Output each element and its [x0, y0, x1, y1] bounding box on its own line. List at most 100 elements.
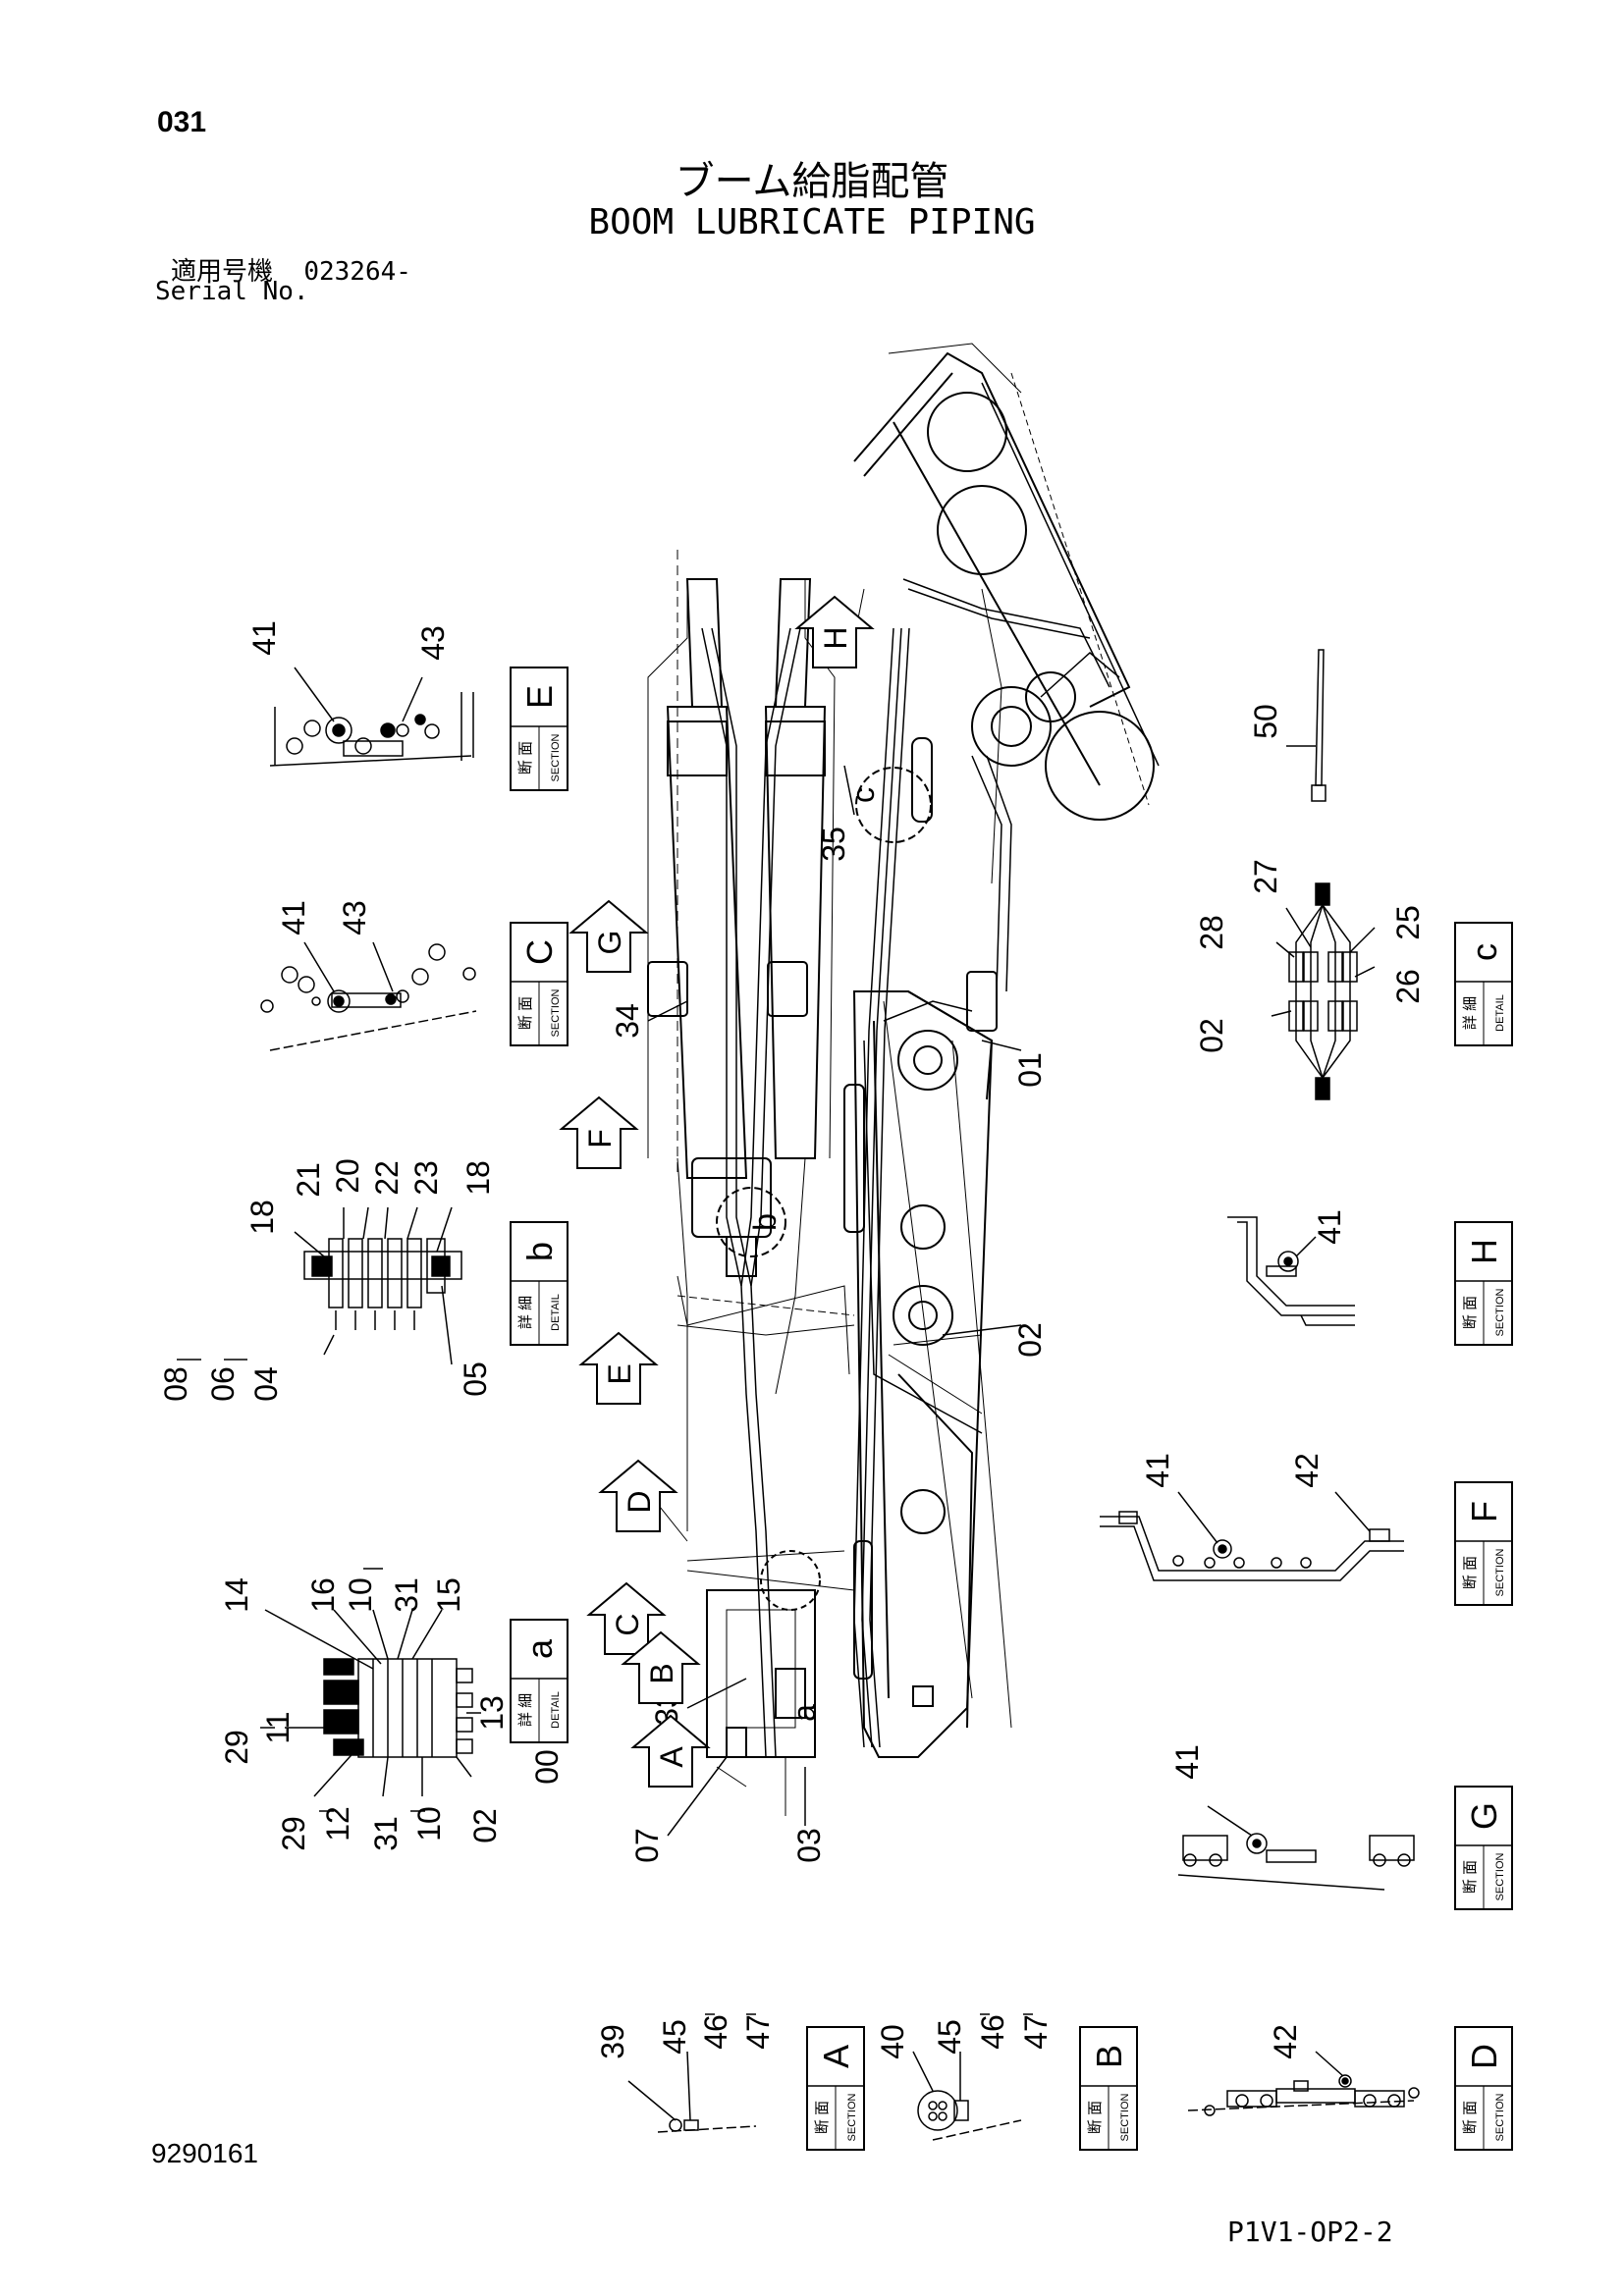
view-section-d-drawing — [1187, 2051, 1420, 2116]
detail-a-label-16: 16 — [305, 1577, 341, 1613]
stamp-section-g: G 断 面 SECTION — [1454, 1786, 1513, 1910]
section-d-label-42: 42 — [1268, 2024, 1303, 2059]
detail-a-label-29a: 29 — [219, 1730, 254, 1765]
drawing-code: P1V1-OP2-2 — [1227, 2216, 1393, 2248]
serial-label-jp-text: 適用号機 — [171, 257, 274, 287]
svg-text:断 面: 断 面 — [517, 996, 534, 1030]
serial-label-english: Serial No. — [155, 277, 309, 306]
view-arrow-b: B — [621, 1630, 701, 1704]
section-f-label-42: 42 — [1289, 1453, 1325, 1488]
detail-marker-c: c — [845, 787, 881, 803]
section-b-label-46: 46 — [975, 2014, 1010, 2050]
part-50-cable-tie — [1286, 649, 1326, 802]
detail-a-label-group-10-31: 10 31 — [343, 1568, 424, 1613]
svg-text:詳 細: 詳 細 — [1462, 996, 1479, 1030]
detail-markers: c b a — [747, 787, 881, 1722]
stamp-section-h: H 断 面 SECTION — [1454, 1221, 1513, 1346]
svg-text:SECTION: SECTION — [846, 2094, 858, 2142]
svg-text:F: F — [582, 1129, 618, 1148]
svg-text:SECTION: SECTION — [1494, 1289, 1506, 1337]
view-arrow-a: A — [630, 1714, 711, 1788]
section-g-label-41: 41 — [1169, 1744, 1205, 1780]
view-detail-b-drawing — [294, 1206, 462, 1365]
section-f-label-41: 41 — [1140, 1453, 1175, 1488]
svg-text:詳 細: 詳 細 — [517, 1693, 534, 1727]
section-a-label-46: 46 — [698, 2014, 733, 2050]
part-label-50: 50 — [1248, 704, 1283, 739]
svg-text:G: G — [592, 931, 627, 955]
svg-text:D: D — [1464, 2044, 1504, 2069]
section-h-label-41: 41 — [1312, 1209, 1347, 1245]
detail-b-label-group-08-06-04: 08 06 04 — [158, 1359, 284, 1402]
svg-text:F: F — [1464, 1501, 1504, 1522]
svg-text:DETAIL: DETAIL — [1494, 994, 1506, 1032]
svg-text:SECTION: SECTION — [1494, 1853, 1506, 1901]
svg-text:D: D — [622, 1490, 657, 1513]
part-label-35: 35 — [816, 827, 851, 862]
svg-text:断 面: 断 面 — [1462, 1556, 1479, 1589]
boom-arm-assembly — [647, 343, 1160, 1816]
view-detail-c-drawing — [1271, 882, 1376, 1100]
svg-text:SECTION: SECTION — [1119, 2094, 1131, 2142]
section-a-label-group-45-46-47: 45 46 47 — [657, 2013, 776, 2055]
detail-b-label-06: 06 — [205, 1366, 241, 1402]
title-japanese: ブーム給脂配管 — [675, 159, 949, 204]
section-a-label-39: 39 — [595, 2024, 630, 2059]
view-detail-a-drawing — [264, 1609, 481, 1797]
svg-text:断 面: 断 面 — [1462, 2101, 1479, 2134]
svg-text:断 面: 断 面 — [1462, 1860, 1479, 1894]
detail-a-label-13: 13 — [474, 1695, 510, 1731]
detail-marker-b: b — [747, 1213, 783, 1231]
svg-text:断 面: 断 面 — [1087, 2101, 1104, 2134]
svg-text:詳 細: 詳 細 — [517, 1296, 534, 1329]
view-arrow-e: E — [578, 1331, 659, 1405]
part-label-01: 01 — [1012, 1052, 1048, 1088]
section-b-label-45: 45 — [932, 2019, 967, 2055]
view-arrow-h: H — [794, 595, 875, 668]
svg-text:a: a — [519, 1638, 560, 1659]
section-a-label-47: 47 — [740, 2014, 776, 2050]
detail-b-label-22: 22 — [369, 1160, 405, 1196]
svg-text:SECTION: SECTION — [550, 989, 562, 1038]
svg-text:DETAIL: DETAIL — [550, 1294, 562, 1331]
detail-b-label-18a: 18 — [244, 1200, 280, 1235]
view-section-h-drawing — [1227, 1216, 1355, 1326]
svg-text:断 面: 断 面 — [517, 741, 534, 774]
svg-text:SECTION: SECTION — [550, 734, 562, 782]
stamp-detail-b: b 詳 細 DETAIL — [510, 1221, 568, 1346]
stamp-section-e: E 断 面 SECTION — [510, 667, 568, 791]
serial-number: 023264- — [303, 257, 411, 287]
detail-a-label-29b: 29 — [276, 1816, 311, 1851]
view-arrows: H G F E D C B A — [559, 595, 875, 1788]
svg-text:E: E — [602, 1363, 637, 1384]
detail-a-label-31a: 31 — [389, 1577, 424, 1613]
detail-a-label-02: 02 — [467, 1808, 503, 1843]
stamp-section-c: C 断 面 SECTION — [510, 922, 568, 1046]
svg-text:DETAIL: DETAIL — [550, 1691, 562, 1729]
stamp-section-a: A 断 面 SECTION — [806, 2026, 865, 2151]
detail-a-label-14: 14 — [219, 1577, 254, 1613]
detail-c-label-28: 28 — [1194, 915, 1229, 950]
detail-b-label-23: 23 — [408, 1160, 444, 1196]
section-b-label-group-45-46-47: 45 46 47 — [932, 2013, 1054, 2055]
svg-text:A: A — [654, 1746, 689, 1768]
main-part-labels: 35 34 01 02 33 07 03 — [610, 827, 1048, 1863]
svg-text:B: B — [1089, 2045, 1129, 2068]
view-section-a-drawing — [627, 2051, 757, 2133]
svg-text:断 面: 断 面 — [814, 2101, 831, 2134]
detail-marker-a: a — [786, 1704, 822, 1722]
detail-a-label-10a: 10 — [343, 1577, 378, 1613]
detail-c-label-25: 25 — [1390, 905, 1426, 940]
part-label-07: 07 — [629, 1828, 665, 1863]
view-section-b-drawing — [912, 2051, 1022, 2141]
section-e-label-43: 43 — [415, 625, 451, 661]
detail-a-label-group-31-10: 31 10 — [368, 1806, 447, 1851]
detail-c-label-27: 27 — [1248, 859, 1283, 894]
section-b-label-40: 40 — [875, 2024, 910, 2059]
section-e-label-41: 41 — [246, 620, 282, 656]
detail-a-label-12: 12 — [320, 1806, 355, 1842]
detail-a-label-15: 15 — [431, 1577, 466, 1613]
section-a-label-45: 45 — [657, 2019, 692, 2055]
stamp-section-f: F 断 面 SECTION — [1454, 1481, 1513, 1606]
